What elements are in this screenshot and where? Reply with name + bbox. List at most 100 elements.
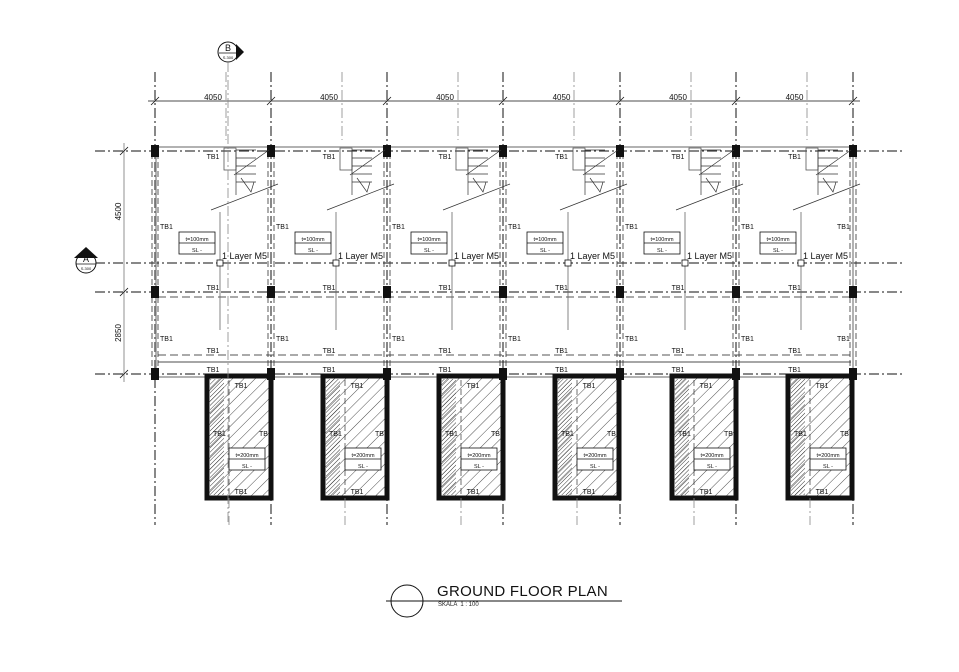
scale-label: SKALA 1 : 100 [438,602,479,608]
dimension-tick [848,96,858,106]
beam-label: TB1 [555,367,568,374]
hatched-wall [675,379,689,495]
beam-label: TB1 [788,348,801,355]
dimension-text: 4050 [786,93,804,102]
rebar-label: 1 Layer M5 [687,251,732,261]
beam-label: TB1 [672,154,685,161]
beam-label: TB1 [837,336,850,343]
stair-break-line [349,149,386,176]
beam-label: TB1 [323,154,336,161]
beam-label: TB1 [555,154,568,161]
beam-label: TB1 [323,348,336,355]
beam-label: TB1 [508,224,521,231]
beam-label: TB1 [439,367,452,374]
column [383,286,391,298]
column [499,286,507,298]
slab-level: SL - [657,248,667,254]
beam-label: TB1 [439,348,452,355]
beam-label: TB1 [392,224,405,231]
beam-label: TB1 [351,489,364,496]
dimension-tick [119,369,129,379]
dimension-tick [266,96,276,106]
beam-label: TB1 [439,154,452,161]
dimension-tick [498,96,508,106]
beam-label: TB1 [375,431,388,438]
column [849,145,857,157]
beam-label: TB1 [235,489,248,496]
dimension-text: 4050 [204,93,222,102]
section-marker-sheet: S.300 [223,55,234,60]
beam-label: TB1 [160,336,173,343]
slab-thickness: t=100mm [766,237,789,243]
slab-thickness: t=100mm [533,237,556,243]
beam-label: TB1 [207,285,220,292]
beam-label: TB1 [672,367,685,374]
beam-label: TB1 [160,224,173,231]
rebar-marker [332,259,340,267]
slab-level: SL - [773,248,783,254]
beam-label: TB1 [207,348,220,355]
dimension-text: 4050 [669,93,687,102]
slab-border [785,373,855,501]
column [616,145,624,157]
beam-label: TB1 [213,431,226,438]
stair-cut-line [210,183,279,211]
slab-level: SL - [823,464,833,470]
beam-label: TB1 [323,367,336,374]
column [383,145,391,157]
beam-label: TB1 [840,431,853,438]
slab-border [669,373,739,501]
dimension-text: 4500 [114,202,123,220]
beam-label: TB1 [607,431,620,438]
rebar-marker [797,259,805,267]
dimension-tick [119,146,129,156]
stair-cut-line [675,183,744,211]
slab-border [436,373,506,501]
slab-level: SL - [474,464,484,470]
hatched-wall [210,379,224,495]
dimension-text: 4050 [320,93,338,102]
beam-label: TB1 [555,348,568,355]
slab-thickness: t=200mm [816,453,839,459]
beam-label: TB1 [207,154,220,161]
beam-label: TB1 [583,489,596,496]
beam-label: TB1 [467,383,480,390]
beam-label: TB1 [392,336,405,343]
beam-label: TB1 [555,285,568,292]
beam-label: TB1 [439,285,452,292]
slab-level: SL - [424,248,434,254]
beam-label: TB1 [276,224,289,231]
slab-border [320,373,390,501]
stair-arrow-icon [356,177,371,193]
slab-thickness: t=100mm [417,237,440,243]
beam-label: TB1 [276,336,289,343]
rebar-label: 1 Layer M5 [222,251,267,261]
dimension-text: 4050 [553,93,571,102]
stair-cut-line [559,183,628,211]
section-marker-sheet: S.300 [81,266,92,271]
slab-level: SL - [540,248,550,254]
column [616,286,624,298]
slab-level: SL - [707,464,717,470]
beam-label: TB1 [323,285,336,292]
beam-label: TB1 [491,431,504,438]
stair-break-line [582,149,619,176]
column [151,286,159,298]
stair-cut-line [326,183,395,211]
column [267,145,275,157]
column [849,286,857,298]
column [151,145,159,157]
stair-cut-line [792,183,861,211]
beam-label: TB1 [788,285,801,292]
beam-label: TB1 [741,224,754,231]
beam-label: TB1 [207,367,220,374]
hatched-wall [558,379,572,495]
stair-arrow-icon [472,177,487,193]
column [499,145,507,157]
dimension-tick [382,96,392,106]
beam-label: TB1 [672,348,685,355]
beam-label: TB1 [445,431,458,438]
slab-thickness: t=200mm [351,453,374,459]
slab-thickness: t=100mm [650,237,673,243]
rebar-marker [216,259,224,267]
